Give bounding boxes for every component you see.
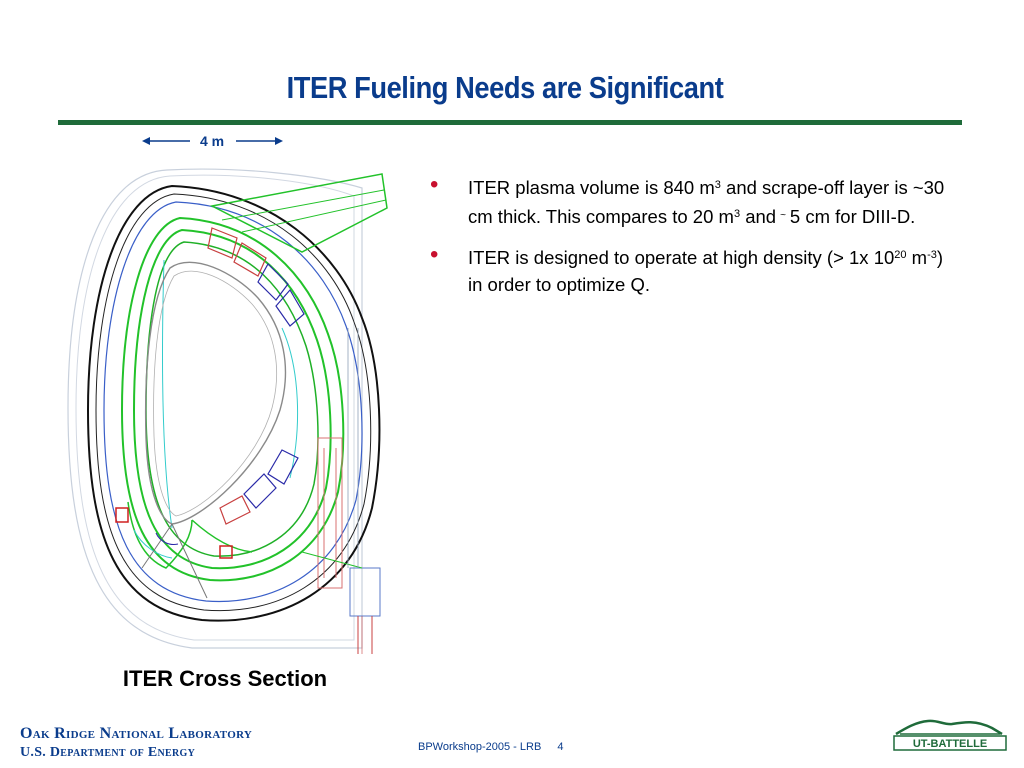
bullet-text: ) in order to optimize Q. bbox=[468, 247, 944, 295]
slide-title: ITER Fueling Needs are Significant bbox=[286, 70, 724, 105]
footer-organization: Oak Ridge National Laboratory U.S. Depar… bbox=[20, 724, 252, 762]
org-line-2: U.S. Department of Energy bbox=[20, 745, 196, 760]
bullet-text: and bbox=[740, 206, 777, 227]
iter-cross-section-diagram bbox=[67, 168, 388, 654]
bullet-item: • ITER plasma volume is 840 m3 and scrap… bbox=[428, 171, 958, 230]
superscript: 3 bbox=[733, 208, 741, 220]
bullet-item: • ITER is designed to operate at high de… bbox=[428, 241, 958, 298]
superscript: 20 bbox=[894, 249, 907, 261]
title-divider bbox=[58, 120, 962, 125]
bullet-text: ITER plasma volume is 840 m bbox=[468, 177, 715, 198]
bullet-text: and scrape-off layer is ~30 cm thick. Th… bbox=[468, 177, 945, 227]
page-number: 4 bbox=[557, 741, 564, 753]
superscript: -3 bbox=[927, 249, 937, 261]
ut-battelle-logo: UT-BATTELLE bbox=[893, 719, 1007, 751]
scale-arrows-icon bbox=[142, 137, 283, 145]
org-line-1: Oak Ridge National Laboratory bbox=[20, 725, 253, 742]
superscript: 3 bbox=[714, 179, 721, 191]
bullet-text: m bbox=[906, 247, 928, 268]
bullet-text: 5 cm for DIII-D. bbox=[789, 206, 916, 227]
logo-text: UT-BATTELLE bbox=[913, 738, 987, 750]
figure-caption: ITER Cross Section bbox=[122, 666, 328, 691]
tilde-symbol: ~ bbox=[780, 210, 786, 221]
bullet-dot-icon: • bbox=[430, 171, 439, 198]
workshop-label: BPWorkshop-2005 - LRB bbox=[418, 741, 542, 753]
footer-workshop: BPWorkshop-2005 - LRB 4 bbox=[418, 741, 563, 753]
bullet-list: • ITER plasma volume is 840 m3 and scrap… bbox=[428, 171, 958, 310]
scale-label: 4 m bbox=[200, 133, 225, 149]
scale-bar: 4 m bbox=[140, 132, 285, 152]
bullet-dot-icon: • bbox=[430, 241, 439, 268]
bullet-text: ITER is designed to operate at high dens… bbox=[468, 247, 895, 268]
